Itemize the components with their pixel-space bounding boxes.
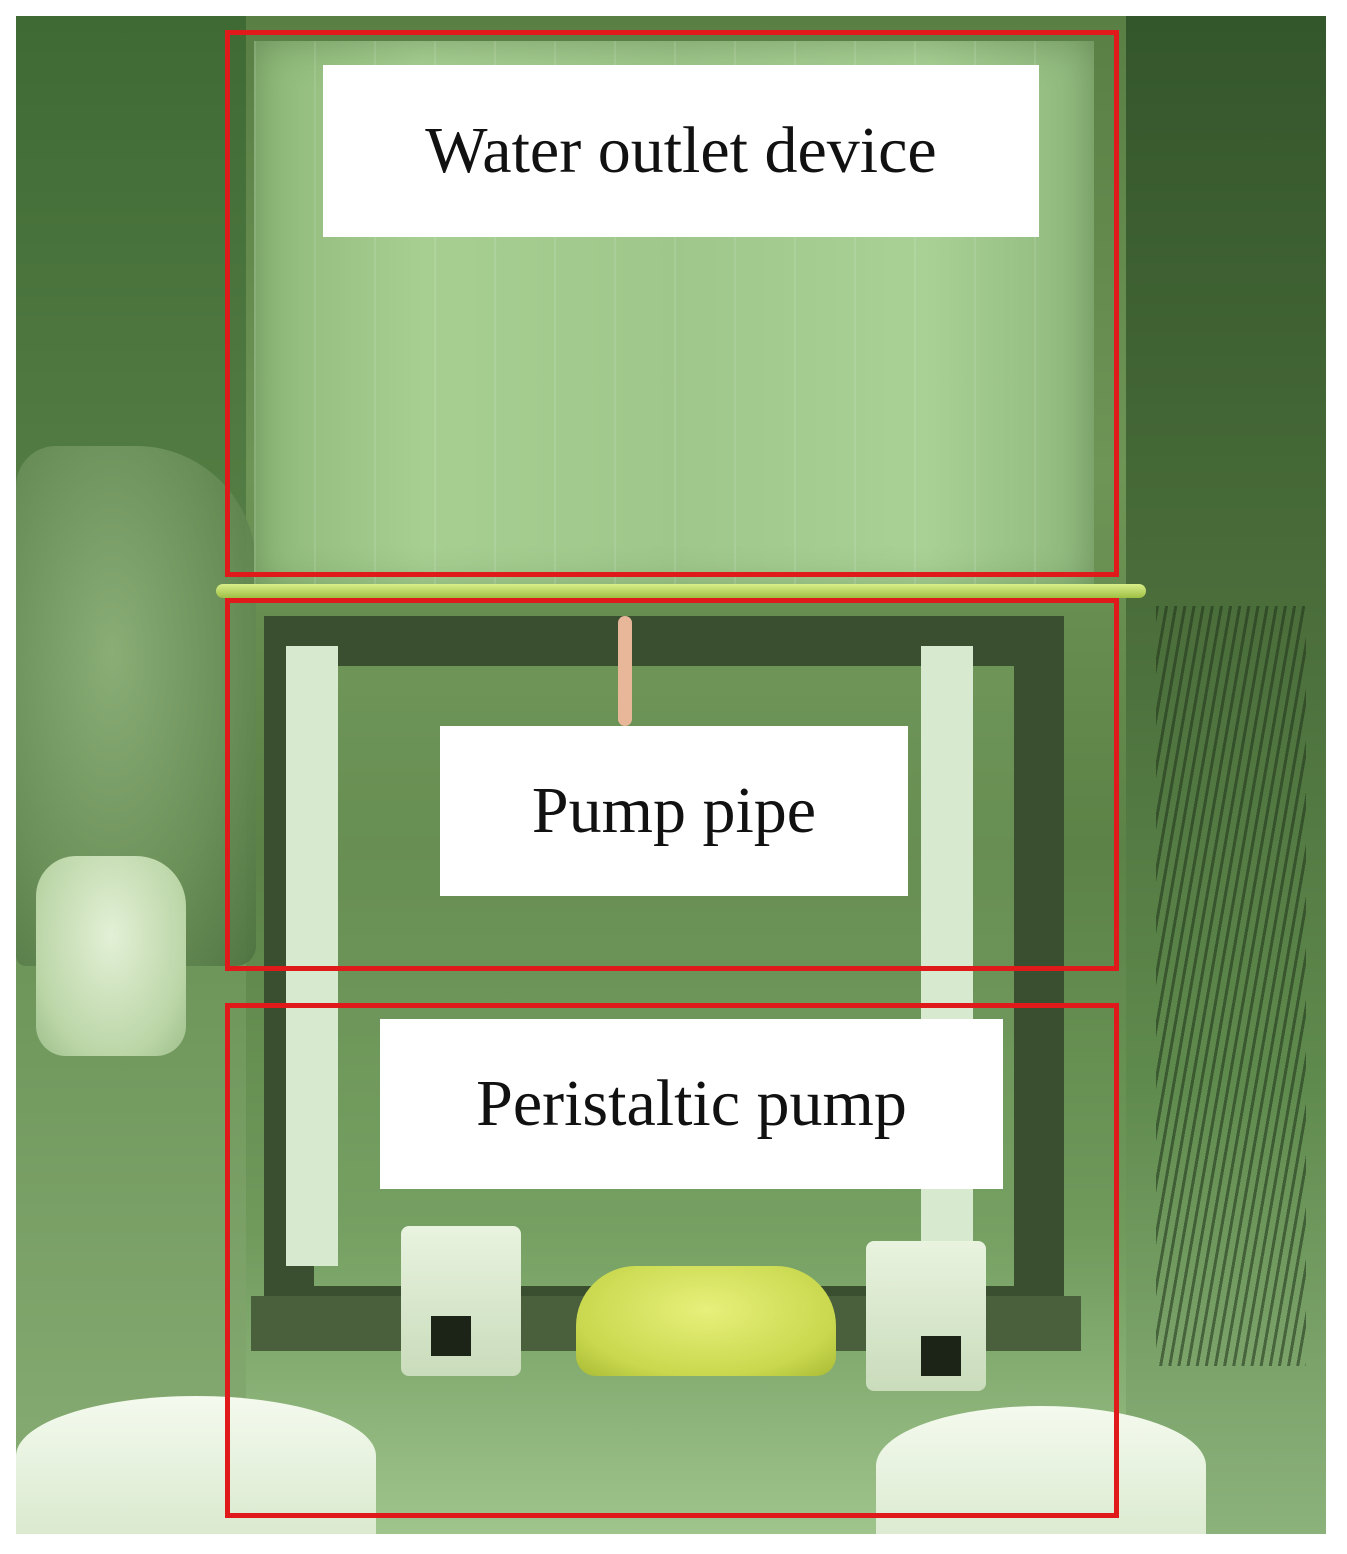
cable-bundle [1156,606,1306,1366]
pump-pipe-label: Pump pipe [440,726,908,896]
bucket-right [876,1406,1206,1534]
pump-pipe-box [225,598,1119,971]
pump-right-head [921,1336,961,1376]
water-outlet-label: Water outlet device [323,65,1039,237]
label-strip-left [286,646,338,1266]
yellow-bag [576,1266,836,1376]
peristaltic-pump-label: Peristaltic pump [380,1019,1003,1189]
hanging-hook [618,616,632,726]
white-sandbag [36,856,186,1056]
water-outlet-box [225,30,1119,577]
bucket-left [16,1396,376,1534]
peristaltic-pump-box [225,1003,1119,1518]
experiment-photo [16,16,1326,1534]
pump-left-head [431,1316,471,1356]
support-rod [216,584,1146,598]
